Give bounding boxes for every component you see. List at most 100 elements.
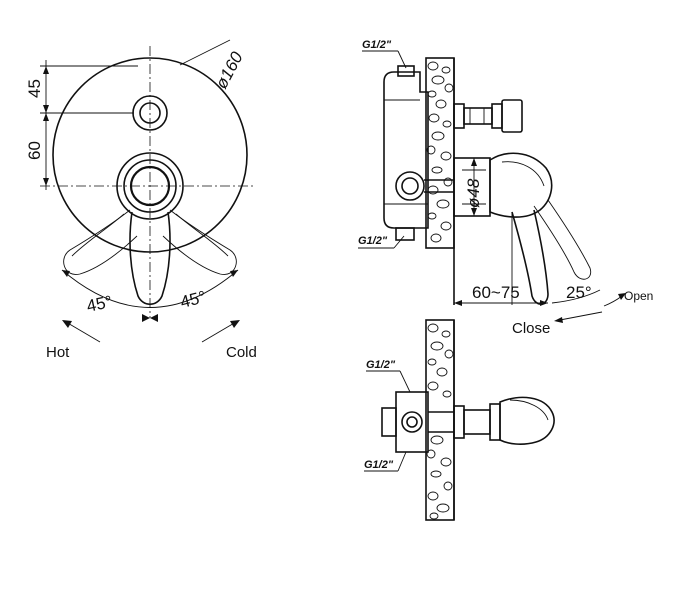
valve-port-inner-plan [406,416,418,428]
diverter-stem [463,107,493,125]
side-port-plan [381,407,397,437]
hot-arrow-line [65,321,101,343]
diverter-knob [501,99,523,133]
pebble [436,503,450,513]
dim-lever-angle: 25° [566,283,592,302]
pebble [443,481,453,491]
pebble [428,113,440,123]
lever-right-inner [175,213,229,257]
lever-head-plan [499,396,555,445]
dim-offset-handle: 60 [25,141,44,160]
open-arrow-head [618,293,626,300]
lever-left-inner [71,213,125,257]
pebble [427,61,439,71]
pebble [430,233,442,243]
angle-arc-lever [551,289,601,304]
bottom-inlet-pipe [395,227,415,241]
thread-leader [399,370,411,393]
dim-body-diameter: ø48 [464,178,483,208]
side-connection-inner [401,177,419,195]
dim-offset-top: 45 [25,79,44,98]
pebble [436,199,450,209]
angle-arrow-right [230,270,238,277]
label-close: Close [512,320,550,337]
pebble [431,131,445,141]
valve-body-plan [395,391,429,453]
handle-hub-cap [129,165,171,207]
pebble [442,390,452,398]
dim-arrow [43,113,49,121]
pebble [444,349,454,359]
angle-arrow-left [62,270,70,277]
label-cold: Cold [226,344,257,361]
top-inlet-pipe [397,65,415,77]
plan-view: G1/2" G1/2" [364,319,555,521]
pebble [440,221,452,231]
lever-arm-tilted [533,199,592,280]
dim-depth-range: 60~75 [472,283,520,302]
dim-angle-left: 45° [85,292,114,316]
thread-plan-top: G1/2" [366,359,396,371]
diameter-leader [179,39,231,66]
pebble [427,358,437,366]
label-open: Open [624,289,653,303]
pebble [426,449,436,459]
valve-port-outer-plan [401,411,423,433]
dim-arrow [43,178,49,186]
dim-arrow [471,208,477,216]
pebble [429,512,439,520]
pebble [436,367,448,377]
side-connection-outer [395,171,425,201]
wall-pebbles-plan [426,323,454,520]
pebble [426,145,436,155]
thread-plan-bottom: G1/2" [364,459,394,471]
pebble [427,323,439,333]
pebble [427,381,439,391]
side-view: ø48 60~75 25° Open Close G1/2" G1/2" [358,39,653,337]
handle-hub-ring [123,159,177,213]
pebble [435,99,447,109]
lever-left-position [63,209,138,275]
pebble [440,151,452,161]
pebble [427,212,437,220]
dim-arrow [540,300,548,306]
pebble [441,330,451,338]
dim-angle-right: 45° [178,287,208,312]
thread-side-bottom: G1/2" [358,235,388,247]
diverter-flange [453,103,465,129]
pebble [430,470,442,478]
pebble [427,491,439,501]
close-arrow-head [554,317,563,323]
valve-body [383,71,429,229]
diverter-knob-inner [139,102,161,124]
cover-plate [52,57,248,253]
thread-leader [397,451,407,472]
label-hot: Hot [46,344,70,361]
pebble [430,341,444,351]
thread-leader [393,235,405,249]
open-arrow-line [603,295,623,307]
lever-right-position [162,209,237,275]
thread-leader [397,50,407,69]
hot-arrow-head [62,320,72,328]
pebble [441,66,451,74]
flange-plan [453,405,465,439]
lever-head-detail [501,161,545,187]
dim-arrow [454,300,462,306]
dim-plate-diameter: ø160 [212,48,247,92]
pebble [431,75,445,85]
pebble [431,166,443,174]
dim-arrow [43,105,49,113]
pebble [442,120,452,128]
stem-plan [463,409,491,435]
cold-arrow-head [230,320,240,328]
pebble [427,90,437,98]
angle-arrow-mid-right [150,314,158,322]
close-arrow-line [559,311,603,321]
handle-hub-outer [116,152,184,220]
angle-arrow-mid-left [142,314,150,322]
pebble [444,83,454,93]
lever-head-detail-plan [509,399,549,421]
angle-arc [61,269,239,308]
